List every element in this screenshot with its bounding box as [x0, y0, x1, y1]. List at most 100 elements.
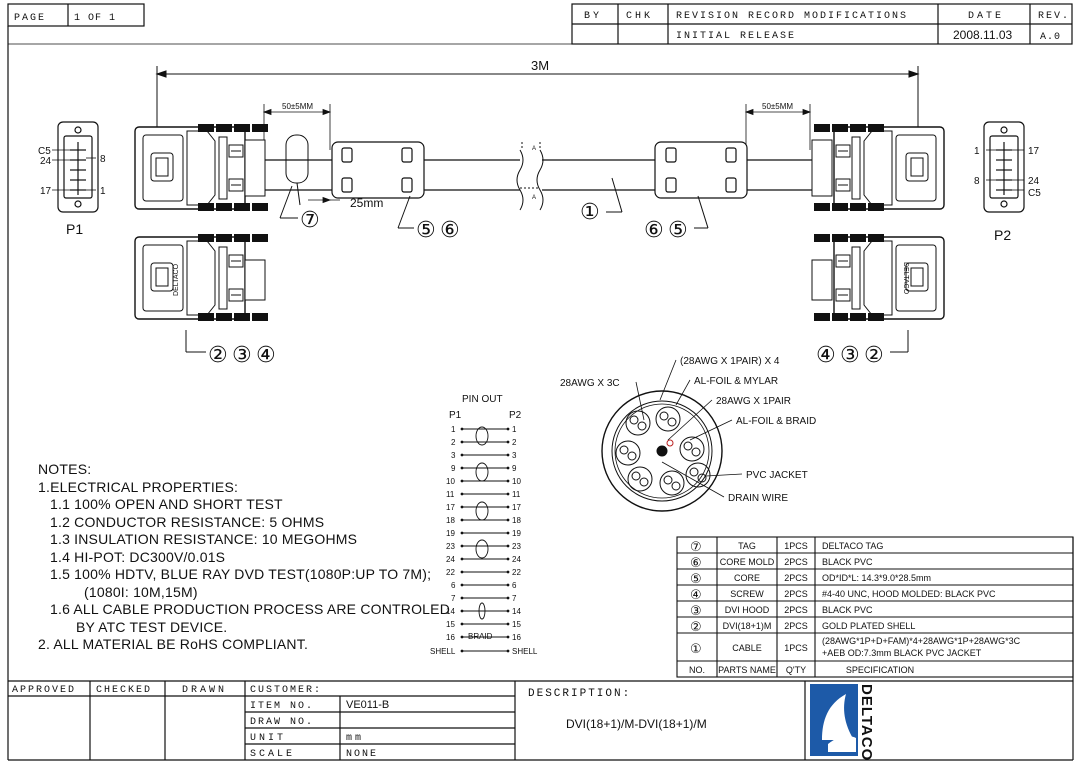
notes-item: (1080I: 10M,15M): [84, 583, 198, 600]
pinout-right-label: 10: [512, 477, 521, 486]
callout-3-right: ③: [840, 342, 860, 367]
drain-wire: [656, 445, 668, 457]
callout-3-left: ③: [232, 342, 252, 367]
bom-part: CORE MOLD: [720, 557, 775, 567]
left-strip-dimension: [262, 104, 332, 150]
bom-qty: 2PCS: [784, 605, 808, 615]
conductor: [659, 411, 669, 421]
conductor: [639, 477, 649, 487]
left-bottom-connector: [134, 236, 246, 320]
callout-4-left: ④: [256, 342, 276, 367]
pinout-left-label: 17: [446, 503, 455, 512]
scale-value: NONE: [346, 749, 378, 760]
bom-spec: #4-40 UNC, HOOD MOLDED: BLACK PVC: [822, 589, 996, 599]
section-leaders: [635, 359, 743, 498]
notes-item: 1.1 100% OPEN AND SHORT TEST: [50, 496, 283, 512]
pinout-title: PIN OUT: [462, 394, 503, 405]
p2-c5: C5: [1028, 188, 1041, 199]
p2-8: 8: [974, 176, 980, 187]
notes-title: NOTES:: [38, 461, 92, 477]
bom-qty: 1PCS: [784, 643, 808, 653]
pinout-node: [506, 466, 510, 470]
pinout-right-label: 7: [512, 594, 517, 603]
section-mark-top: A: [532, 146, 536, 152]
notes-item: 1.ELECTRICAL PROPERTIES:: [38, 478, 239, 495]
pinout-right-label: 16: [512, 633, 521, 642]
pinout-node: [460, 544, 464, 548]
p1-c5: C5: [38, 146, 51, 157]
pair-shield: [627, 466, 653, 492]
conductor: [667, 417, 677, 427]
pinout-node: [506, 622, 510, 626]
section-pair1: 28AWG X 1PAIR: [716, 396, 791, 407]
pinout-left-label: 10: [446, 477, 455, 486]
pinout-right-label: 22: [512, 568, 521, 577]
pinout-node: [506, 505, 510, 509]
bom-no: ②: [690, 619, 702, 634]
bom-part: TAG: [738, 541, 756, 551]
conductor: [629, 415, 639, 425]
notes-item: 1.4 HI-POT: DC300V/0.01S: [50, 548, 226, 565]
conductor: [631, 471, 641, 481]
bom-part: DVI HOOD: [725, 605, 770, 615]
pinout-node: [460, 453, 464, 457]
pair-shield: [685, 462, 711, 488]
pinout-node: [506, 557, 510, 561]
bom-spec: BLACK PVC: [822, 557, 873, 567]
callout-5-left: ⑤: [416, 217, 436, 242]
right-bottom-connector: [833, 236, 945, 320]
drawn-label: DRAWN: [182, 685, 227, 696]
pinout-left-label: 6: [451, 581, 456, 590]
pinout-node: [460, 635, 464, 639]
scale-label: SCALE: [250, 749, 295, 760]
pinout-braid: BRAID: [468, 632, 493, 641]
section-pair4: (28AWG X 1PAIR) X 4: [680, 356, 780, 367]
ferrite-gap-label: 25mm: [350, 196, 383, 210]
description-label: DESCRIPTION:: [528, 688, 631, 700]
revision-text: INITIAL RELEASE: [676, 31, 796, 42]
bom-part: CABLE: [732, 643, 762, 653]
bom-spec: OD*ID*L: 14.3*9.0*28.5mm: [822, 573, 931, 583]
pinout-node: [460, 518, 464, 522]
pinout-node: [460, 583, 464, 587]
notes-item: 1.3 INSULATION RESISTANCE: 10 MEGOHMS: [50, 531, 358, 547]
pinout-left-label: 14: [446, 607, 455, 616]
callout-4-right: ④: [816, 342, 836, 367]
pinout-right-label: 15: [512, 620, 521, 629]
revision-label: REVISION RECORD MODIFICATIONS: [676, 11, 908, 22]
pinout-node: [460, 622, 464, 626]
bom-spec: DELTACO TAG: [822, 541, 883, 551]
right-strip-dimension: [744, 104, 812, 150]
pinout-left-label: 22: [446, 568, 455, 577]
overall-length-label: 3M: [531, 58, 549, 73]
p1-24: 24: [40, 156, 52, 167]
p1-1: 1: [100, 186, 106, 197]
bom-spec: +AEB OD:7.3mm BLACK PVC JACKET: [822, 648, 982, 658]
pinout-right-label: 2: [512, 438, 517, 447]
bom-no: ①: [690, 641, 702, 656]
pinout-left-label: 24: [446, 555, 455, 564]
deltaco-logo-text: DELTACO: [858, 684, 875, 761]
bom-no: ④: [690, 587, 702, 602]
right-top-connector: [833, 126, 945, 210]
pinout-node: [506, 609, 510, 613]
bom-no: ③: [690, 603, 702, 618]
section-awg3c: 28AWG X 3C: [560, 378, 620, 389]
bom-header-cell: SPECIFICATION: [846, 665, 914, 675]
pinout-right-label: 23: [512, 542, 521, 551]
bom-no: ⑦: [690, 539, 702, 554]
p1-17: 17: [40, 186, 52, 197]
rev-value: A.0: [1040, 32, 1061, 43]
bom-qty: 2PCS: [784, 621, 808, 631]
bom-table: [676, 536, 1074, 678]
left-hood-brand: DELTACO: [173, 263, 180, 296]
conductor: [663, 475, 673, 485]
page-label: PAGE: [14, 13, 46, 24]
left-ferrite-core: [331, 141, 425, 199]
section-mark-bottom: A: [532, 195, 536, 201]
pinout-left-label: 11: [446, 490, 455, 499]
p2-1: 1: [974, 146, 980, 157]
p2-pin-leaders: [986, 149, 1024, 191]
bom-no: ⑥: [690, 555, 702, 570]
conductor: [619, 445, 629, 455]
